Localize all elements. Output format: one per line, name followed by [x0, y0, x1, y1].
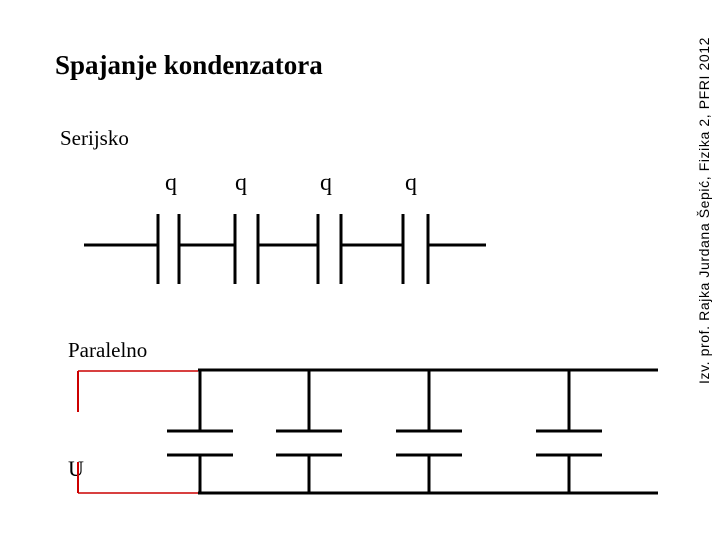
slide-title: Spajanje kondenzatora [55, 50, 323, 80]
serial-capacitor-1-charge: q [165, 170, 177, 196]
serial-capacitor-3-charge: q [320, 170, 332, 196]
serial-circuit [84, 214, 486, 284]
serial-connection-label: Serijsko [60, 126, 129, 150]
serial-capacitor-2-charge: q [235, 170, 247, 196]
voltage-label: U [68, 456, 84, 481]
side-credit: Izv. prof. Rajka Jurdana Šepić, Fizika 2… [696, 36, 712, 384]
parallel-circuit [167, 368, 658, 495]
voltage-marker [77, 370, 198, 494]
parallel-connection-label: Paralelno [68, 338, 148, 362]
serial-capacitor-4-charge: q [405, 170, 417, 196]
